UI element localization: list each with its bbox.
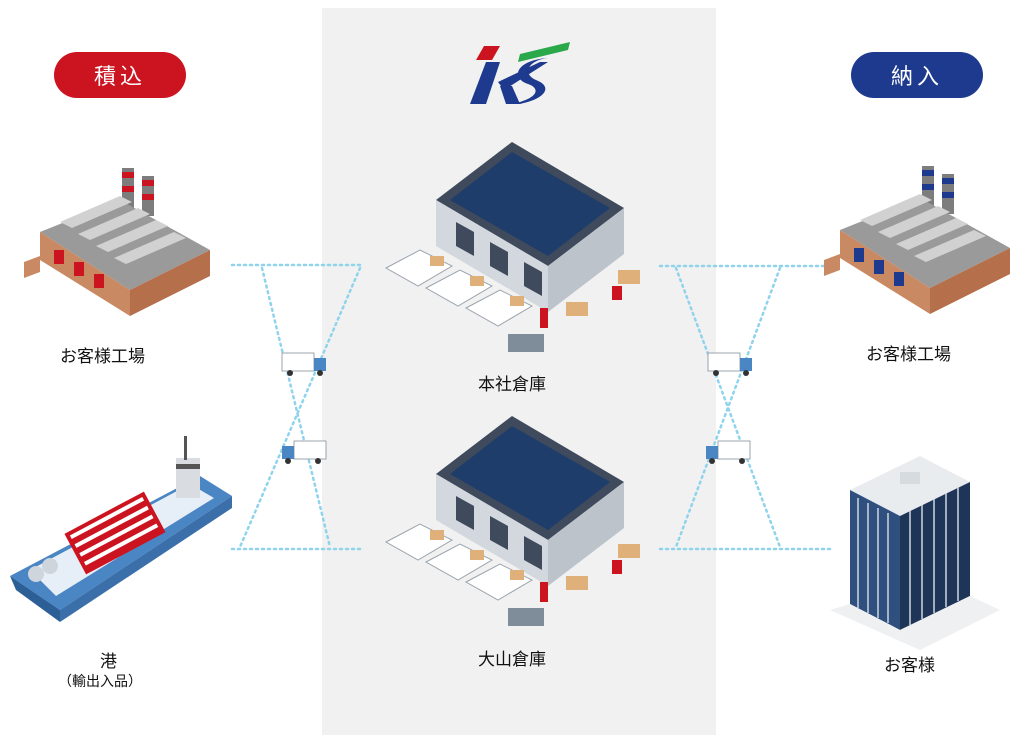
port-sublabel: （輸出入品） [58, 674, 142, 690]
right-factory-label: お客様工場 [866, 345, 951, 365]
delivery-pill: 納入 [851, 52, 983, 98]
hq-warehouse-label: 本社倉庫 [478, 375, 546, 395]
truck-icon [707, 352, 752, 376]
truck-icon [281, 352, 326, 376]
loading-pill: 積込 [54, 52, 186, 98]
port-label: 港 [100, 652, 117, 672]
oyama-warehouse-label: 大山倉庫 [478, 650, 546, 670]
left-factory-label: お客様工場 [60, 347, 145, 367]
customer-label: お客様 [884, 656, 935, 676]
truck-icon [282, 440, 327, 464]
truck-icon [706, 440, 751, 464]
